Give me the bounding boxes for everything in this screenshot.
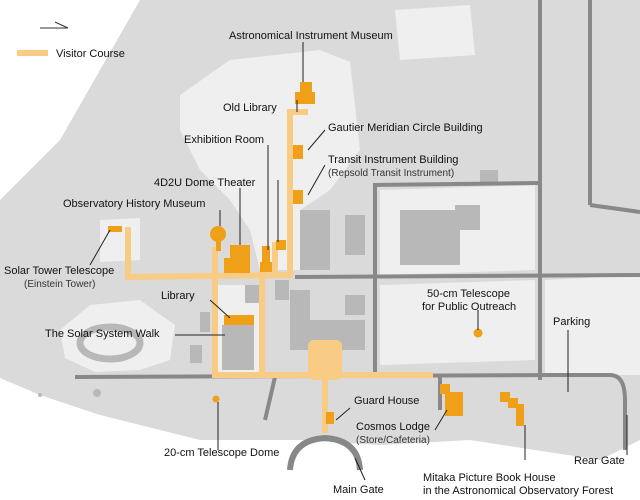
label-picture-book-line2: in the Astronomical Observatory Forest: [423, 485, 613, 497]
label-transit-building-sub: (Repsold Transit Instrument): [328, 168, 454, 179]
label-solar-tower-sub: (Einstein Tower): [24, 279, 96, 290]
label-parking[interactable]: Parking: [553, 316, 590, 328]
course-plaza: [308, 340, 342, 380]
leader-lines: [89, 42, 628, 481]
label-library[interactable]: Library: [161, 290, 195, 302]
label-exhibition-room[interactable]: Exhibition Room: [184, 134, 264, 146]
legend-label: Visitor Course: [56, 48, 125, 60]
label-old-library[interactable]: Old Library: [223, 102, 277, 114]
label-gautier-building[interactable]: Gautier Meridian Circle Building: [328, 122, 483, 134]
label-rear-gate[interactable]: Rear Gate: [574, 455, 625, 467]
label-cosmos-lodge-sub: (Store/Cafeteria): [356, 435, 430, 446]
north-arrow-icon: [40, 21, 69, 29]
label-picture-book-line1[interactable]: Mitaka Picture Book House: [423, 472, 556, 484]
label-astronomical-instrument-museum[interactable]: Astronomical Instrument Museum: [229, 30, 393, 42]
label-dome-theater[interactable]: 4D2U Dome Theater: [154, 177, 256, 189]
label-transit-building[interactable]: Transit Instrument Building: [328, 154, 458, 166]
legend: Visitor Course: [17, 48, 125, 60]
label-cosmos-lodge[interactable]: Cosmos Lodge: [356, 421, 430, 433]
circular-track: [38, 323, 144, 397]
label-solar-system-walk[interactable]: The Solar System Walk: [45, 328, 160, 340]
label-main-gate[interactable]: Main Gate: [333, 484, 384, 496]
label-telescope-50cm-line1[interactable]: 50-cm Telescope: [427, 288, 510, 300]
main-gate-arch: [287, 434, 363, 471]
label-guard-house[interactable]: Guard House: [354, 395, 419, 407]
label-history-museum[interactable]: Observatory History Museum: [63, 198, 205, 210]
map-labels: Astronomical Instrument Museum Old Libra…: [4, 30, 625, 497]
label-telescope-20cm[interactable]: 20-cm Telescope Dome: [164, 447, 279, 459]
orange-buildings: [108, 82, 524, 426]
label-solar-tower[interactable]: Solar Tower Telescope: [4, 265, 114, 277]
label-telescope-50cm-line2: for Public Outreach: [422, 301, 516, 313]
